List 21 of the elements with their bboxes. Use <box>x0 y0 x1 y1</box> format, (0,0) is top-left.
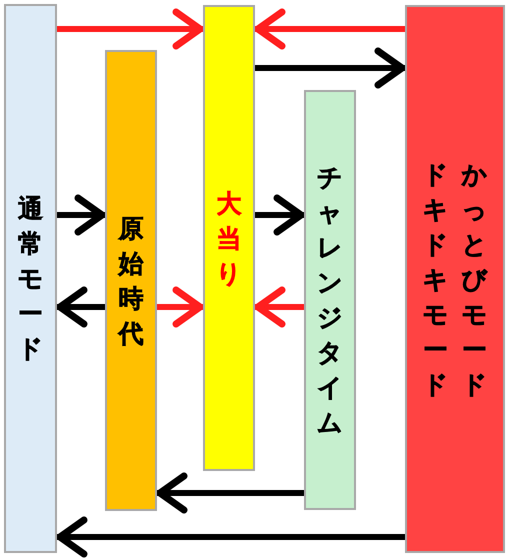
arrow <box>156 472 304 514</box>
arrow <box>254 8 405 50</box>
arrow <box>255 48 406 88</box>
mode-box <box>4 4 57 553</box>
mode-label: 原始時代 <box>118 212 144 350</box>
mode-label: 通常モード <box>17 193 44 365</box>
arrow <box>157 286 204 328</box>
arrow <box>254 286 304 328</box>
mode-label: ドキドキモード <box>422 158 449 400</box>
mode-label: 大当り <box>216 188 242 290</box>
mode-box <box>105 50 157 511</box>
mode-box <box>405 5 505 553</box>
arrow <box>57 8 204 50</box>
mode-box <box>304 90 356 510</box>
arrow <box>255 194 304 236</box>
mode-label: チャレンジタイム <box>316 162 344 439</box>
arrow <box>56 286 105 328</box>
mode-box <box>203 5 255 471</box>
arrow <box>56 516 405 558</box>
mode-label: かっとびモード <box>461 158 488 400</box>
arrow <box>57 194 106 236</box>
